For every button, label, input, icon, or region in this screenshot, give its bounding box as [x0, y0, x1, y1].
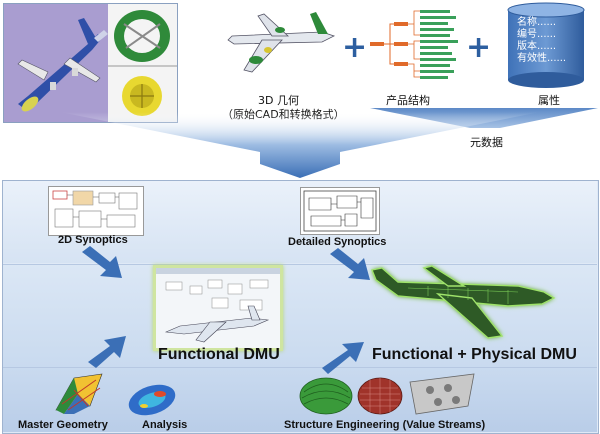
product-structure-label: 产品结构 [386, 94, 430, 107]
aircraft-cad-illustration [4, 4, 177, 122]
functional-physical-dmu-label: Functional + Physical DMU [372, 346, 577, 363]
structure-engineering-parts-icon [299, 373, 475, 415]
attribute-item: 编号...... [517, 29, 557, 40]
plus-sign-icon: + [342, 30, 368, 65]
structure-engineering-label: Structure Engineering (Value Streams) [284, 419, 486, 431]
aircraft-cad-image-panel [3, 3, 178, 123]
arrow-icon [88, 336, 126, 368]
analysis-label: Analysis [142, 419, 188, 431]
attribute-item: 名称...... [517, 17, 557, 28]
attribute-item: 有效性...... [517, 53, 567, 64]
geometry-label-line1: 3D 几何 [258, 94, 299, 107]
detailed-synoptics-label: Detailed Synoptics [288, 236, 387, 248]
2d-synoptics-label: 2D Synoptics [58, 234, 128, 246]
3d-geometry-airplane-icon [227, 12, 336, 73]
arrow-icon [82, 246, 122, 278]
funnel-arrow [60, 112, 540, 178]
master-geometry-label: Master Geometry [18, 419, 108, 431]
2d-synoptics-thumbnail [48, 186, 144, 236]
analysis-icon [128, 384, 176, 416]
plus-sign-icon: + [466, 30, 492, 65]
green-jet-illustration [371, 265, 556, 339]
band-bottom [3, 367, 597, 432]
band-middle [3, 264, 597, 367]
attributes-database-icon [507, 2, 585, 88]
detailed-synoptics-thumbnail [300, 187, 380, 235]
attribute-item: 版本...... [517, 41, 557, 52]
functional-dmu-label: Functional DMU [158, 346, 280, 363]
arrow-icon [330, 248, 370, 280]
metadata-label: 元数据 [470, 136, 503, 149]
arrow-icon [322, 342, 364, 374]
product-structure-tree-icon [370, 10, 458, 79]
master-geometry-icon [55, 373, 103, 414]
functional-dmu-screenshot [153, 265, 283, 351]
attributes-list: 名称...... 编号...... 版本...... 有效性...... [517, 17, 566, 65]
attributes-label: 属性 [538, 94, 560, 107]
